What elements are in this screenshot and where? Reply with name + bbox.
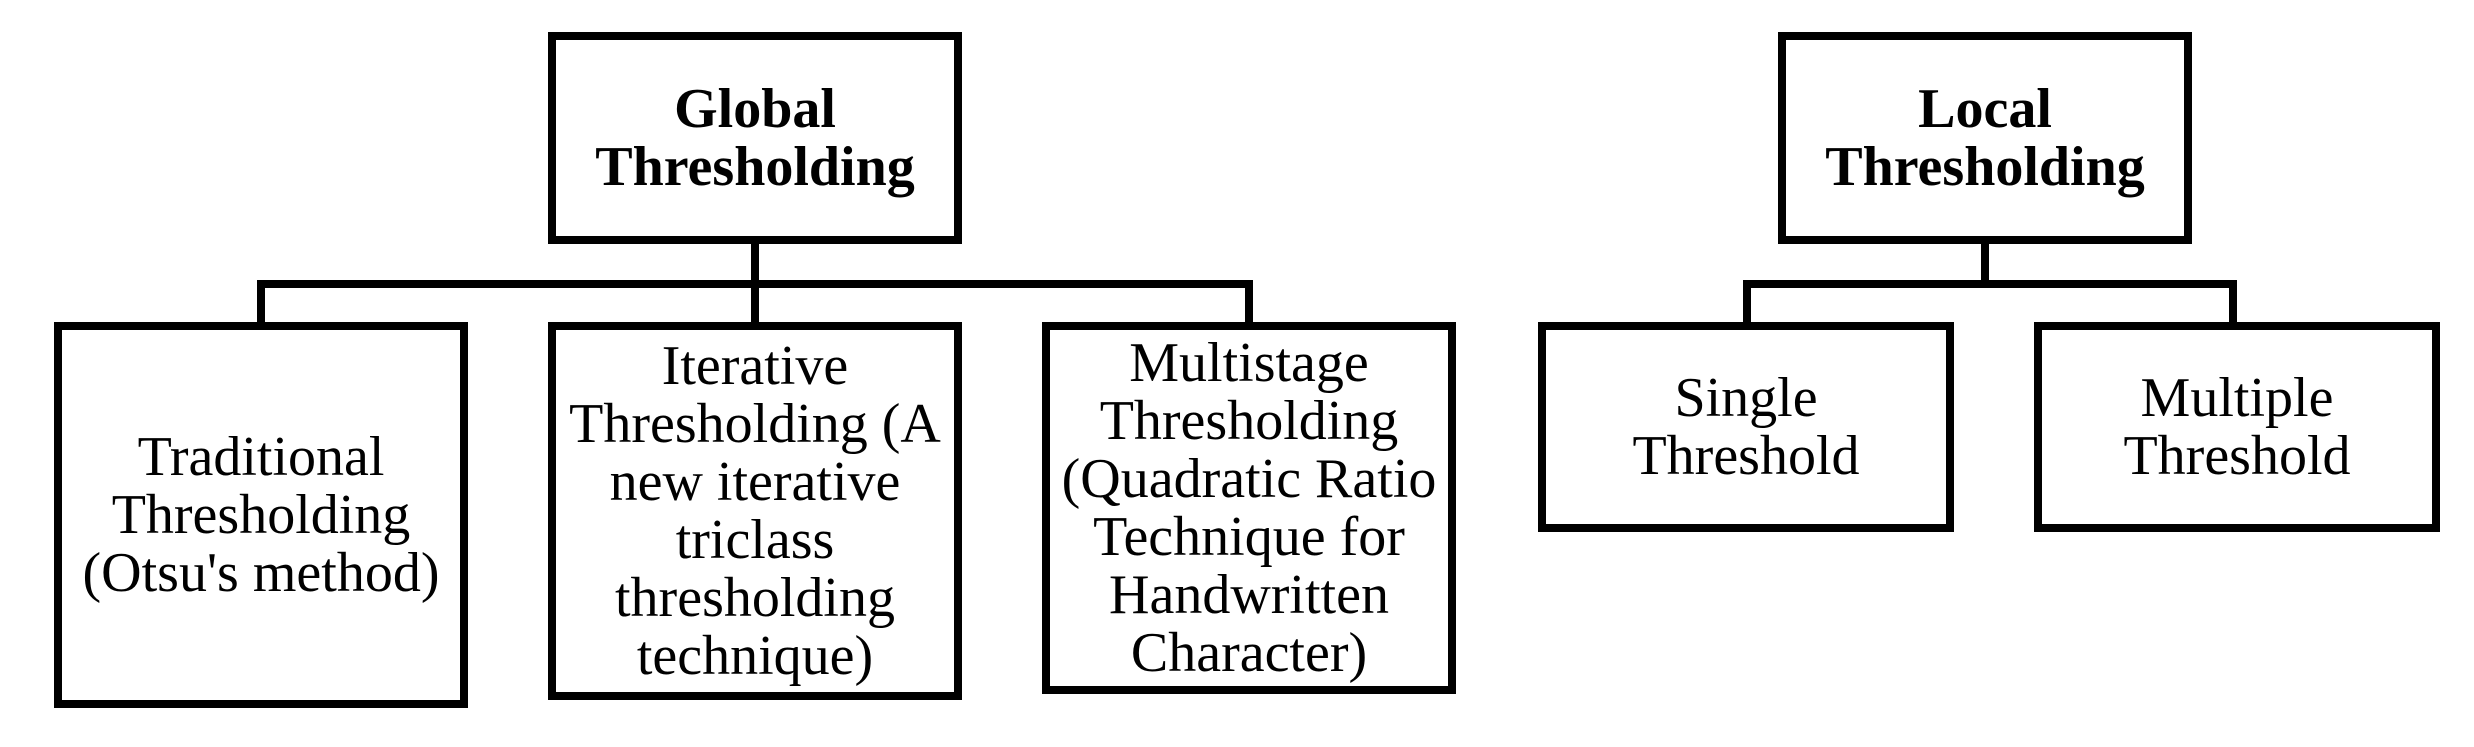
multiple-threshold-node: Multiple Threshold [2034, 322, 2440, 532]
node-text-line: Thresholding [111, 484, 411, 546]
node-text-line: Character) [1130, 622, 1368, 684]
global-stem-connector [751, 240, 759, 284]
local-drop-connector-2 [2229, 280, 2237, 328]
node-text-line: Traditional [137, 426, 385, 488]
global-drop-connector-3 [1245, 280, 1253, 328]
local-thresholding-node: Local Thresholding [1778, 32, 2192, 244]
single-threshold-node: Single Threshold [1538, 322, 1954, 532]
node-text-line: Thresholding [1099, 390, 1399, 452]
node-text-line: Threshold [2123, 425, 2351, 487]
global-title-line-2: Thresholding [595, 136, 915, 198]
local-horizontal-connector [1743, 280, 2237, 288]
iterative-thresholding-node: Iterative Thresholding (A new iterative … [548, 322, 962, 700]
node-text-line: (Otsu's method) [82, 542, 440, 604]
node-text-line: Thresholding (A [569, 393, 941, 455]
node-text-line: (Quadratic Ratio [1061, 448, 1437, 510]
multistage-thresholding-node: Multistage Thresholding (Quadratic Ratio… [1042, 322, 1456, 694]
local-title-line-2: Thresholding [1825, 136, 2145, 198]
global-drop-connector-2 [751, 280, 759, 328]
node-text-line: Single [1674, 367, 1818, 429]
node-text-line: triclass [675, 509, 835, 571]
global-drop-connector-1 [257, 280, 265, 328]
local-drop-connector-1 [1743, 280, 1751, 328]
node-text-line: Handwritten [1109, 564, 1389, 626]
node-text-line: Multistage [1129, 332, 1369, 394]
node-text-line: Iterative [661, 335, 849, 397]
node-text-line: Technique for [1093, 506, 1405, 568]
local-title-line-1: Local [1918, 78, 2052, 140]
node-text-line: technique) [636, 625, 874, 687]
global-title-line-1: Global [674, 78, 836, 140]
local-stem-connector [1981, 240, 1989, 284]
global-thresholding-node: Global Thresholding [548, 32, 962, 244]
node-text-line: new iterative [609, 451, 901, 513]
node-text-line: Multiple [2140, 367, 2334, 429]
traditional-thresholding-node: Traditional Thresholding (Otsu's method) [54, 322, 468, 708]
node-text-line: thresholding [615, 567, 895, 629]
node-text-line: Threshold [1632, 425, 1860, 487]
